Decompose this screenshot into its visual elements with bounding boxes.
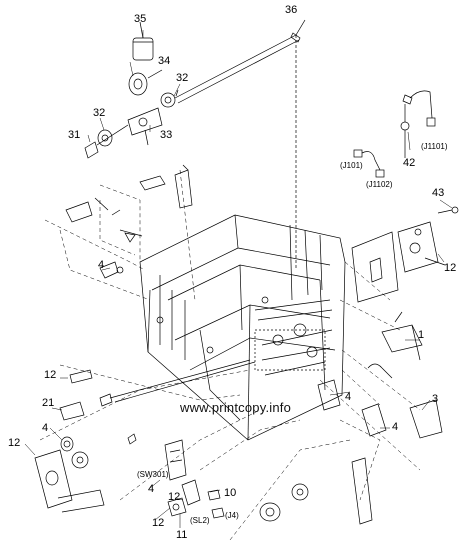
transfer-roller bbox=[174, 19, 306, 270]
connector-j101: (J101) bbox=[340, 161, 363, 170]
callout-4-right-b: 4 bbox=[392, 421, 399, 433]
callout-4-left: 4 bbox=[42, 422, 49, 434]
callout-4-upper: 4 bbox=[98, 259, 105, 271]
callout-4-right-a: 4 bbox=[345, 391, 352, 403]
main-chassis bbox=[139, 214, 346, 441]
leader-lines bbox=[24, 30, 453, 541]
callout-12-bottom-left: 12 bbox=[8, 437, 21, 449]
lower-center-parts bbox=[164, 439, 373, 525]
lower-left-parts bbox=[34, 359, 256, 513]
callout-10: 10 bbox=[224, 487, 237, 499]
callout-11: 11 bbox=[176, 529, 188, 541]
callout-12-bottom-mid: 12 bbox=[168, 491, 181, 503]
callout-42: 42 bbox=[403, 157, 416, 169]
callout-1: 1 bbox=[418, 329, 425, 341]
callout-12-bottom: 12 bbox=[152, 517, 165, 529]
callout-32-upper: 32 bbox=[176, 72, 189, 84]
callout-21: 21 bbox=[42, 397, 55, 409]
callout-12-left: 12 bbox=[44, 369, 57, 381]
callout-34: 34 bbox=[158, 55, 171, 67]
callout-33: 33 bbox=[160, 129, 173, 141]
connector-j4: (J4) bbox=[225, 511, 239, 520]
connector-sw301: (SW301) bbox=[137, 470, 169, 479]
connector-j1102: (J1102) bbox=[366, 180, 393, 189]
cable-harnesses bbox=[353, 90, 436, 178]
upper-brackets bbox=[65, 164, 193, 279]
callout-32-lower: 32 bbox=[93, 107, 106, 119]
callout-31: 31 bbox=[68, 129, 81, 141]
right-side-bracket bbox=[351, 206, 459, 303]
callout-12-right: 12 bbox=[444, 262, 457, 274]
callout-36: 36 bbox=[285, 4, 298, 16]
callout-43: 43 bbox=[432, 187, 445, 199]
connector-sl2: (SL2) bbox=[190, 516, 210, 525]
callout-4-bottom: 4 bbox=[148, 483, 155, 495]
watermark-text: www.printcopy.info bbox=[180, 400, 292, 415]
callout-35: 35 bbox=[134, 13, 147, 25]
lower-right-parts bbox=[317, 311, 443, 439]
connector-j1101: (J1101) bbox=[421, 142, 448, 151]
callout-3: 3 bbox=[432, 393, 439, 405]
pickup-assembly bbox=[84, 21, 179, 159]
